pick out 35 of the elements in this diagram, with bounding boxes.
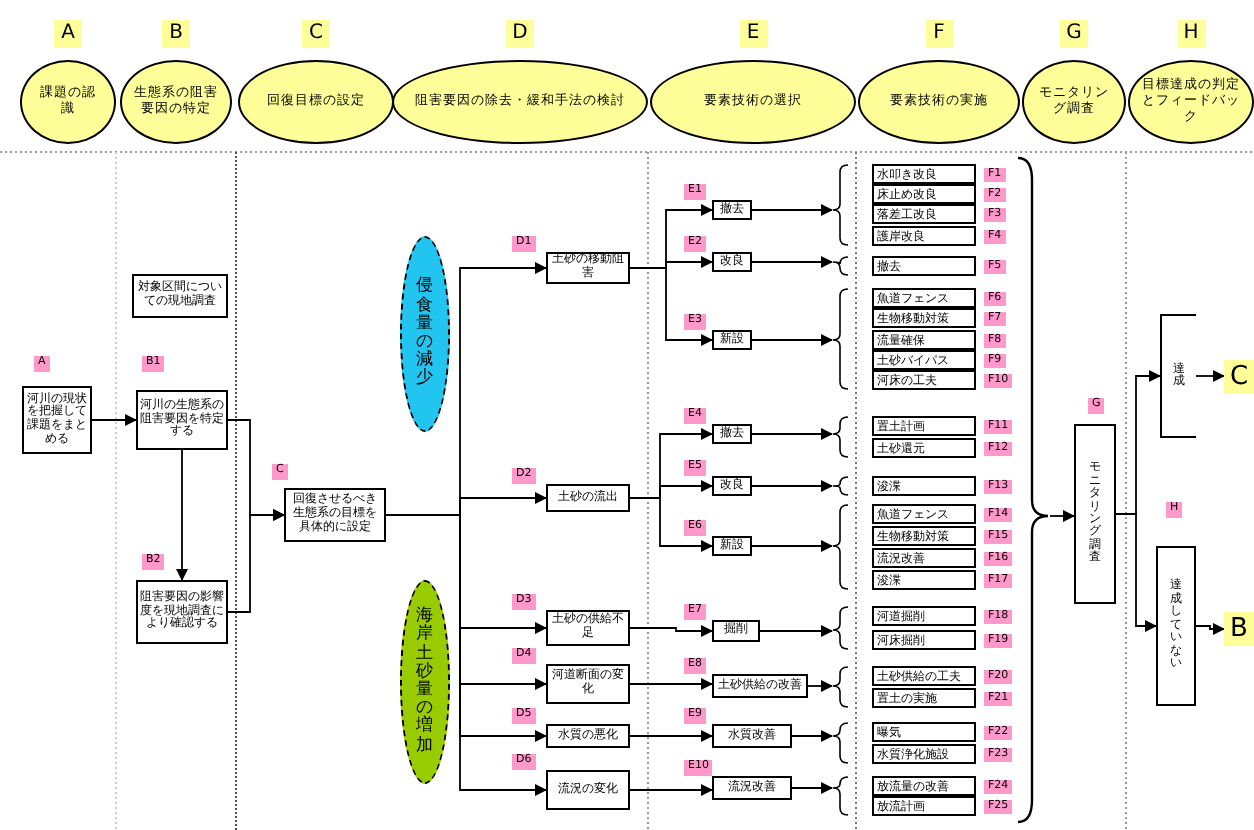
arrow (629, 678, 713, 690)
arrow (751, 480, 833, 492)
stage-letter: E (739, 20, 767, 48)
arrow (751, 540, 833, 552)
goal-ellipse: 侵食量の減少 (400, 236, 450, 432)
stage-letter: C (302, 20, 330, 48)
arrow (385, 514, 547, 796)
arrow (176, 449, 188, 581)
arrow (1195, 623, 1225, 635)
arrow (629, 625, 713, 637)
arrow (791, 730, 833, 742)
arrow (629, 497, 713, 552)
stage-letter: A (54, 20, 82, 48)
goal-ellipse: 海岸土砂量の増加 (400, 580, 450, 784)
arrow (629, 730, 713, 742)
arrow (751, 256, 833, 268)
return-marker: B (1224, 612, 1254, 646)
arrow (1195, 370, 1225, 382)
arrow (629, 267, 713, 346)
return-marker: C (1224, 360, 1254, 394)
arrow (629, 784, 713, 796)
arrow (807, 680, 833, 692)
arrow (91, 414, 137, 426)
stage-letter: F (925, 20, 953, 48)
arrow (751, 204, 833, 216)
arrow (759, 625, 833, 637)
arrow (1049, 510, 1075, 522)
arrow (227, 509, 285, 613)
arrow (751, 334, 833, 346)
arrow (751, 428, 833, 440)
stage-letter: D (506, 20, 534, 48)
stage-letter: G (1060, 20, 1088, 48)
stage-letter: H (1177, 20, 1205, 48)
stage-letter: B (162, 20, 190, 48)
arrow (791, 782, 833, 794)
